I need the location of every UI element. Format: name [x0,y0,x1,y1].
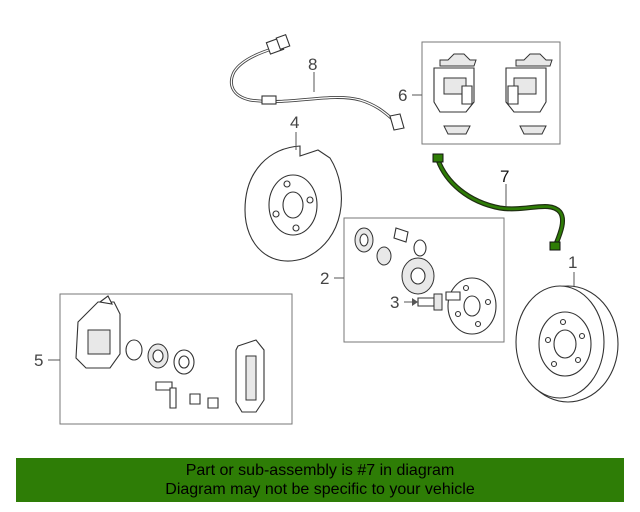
part-4-dust-shield[interactable] [244,145,342,262]
callout-2: 2 [320,269,329,288]
part-1-brake-rotor[interactable] [515,285,619,403]
callout-4: 4 [290,113,299,132]
part-8-abs-sensor[interactable] [229,33,405,131]
banner-line-1: Part or sub-assembly is #7 in diagram [185,462,455,479]
brake-pads [433,53,553,135]
callout-8: 8 [308,55,317,74]
callout-5: 5 [34,351,43,370]
info-banner: Part or sub-assembly is #7 in diagram Di… [16,458,624,502]
part-3-hub-bolt[interactable] [417,293,443,311]
hub-components [354,227,497,335]
callout-3: 3 [390,293,399,312]
caliper-components [75,295,265,413]
callout-1: 1 [568,253,577,272]
banner-line-2: Diagram may not be specific to your vehi… [165,481,475,498]
callout-7: 7 [500,167,509,186]
part-7-brake-hose[interactable] [432,153,565,251]
callout-6: 6 [398,86,407,105]
